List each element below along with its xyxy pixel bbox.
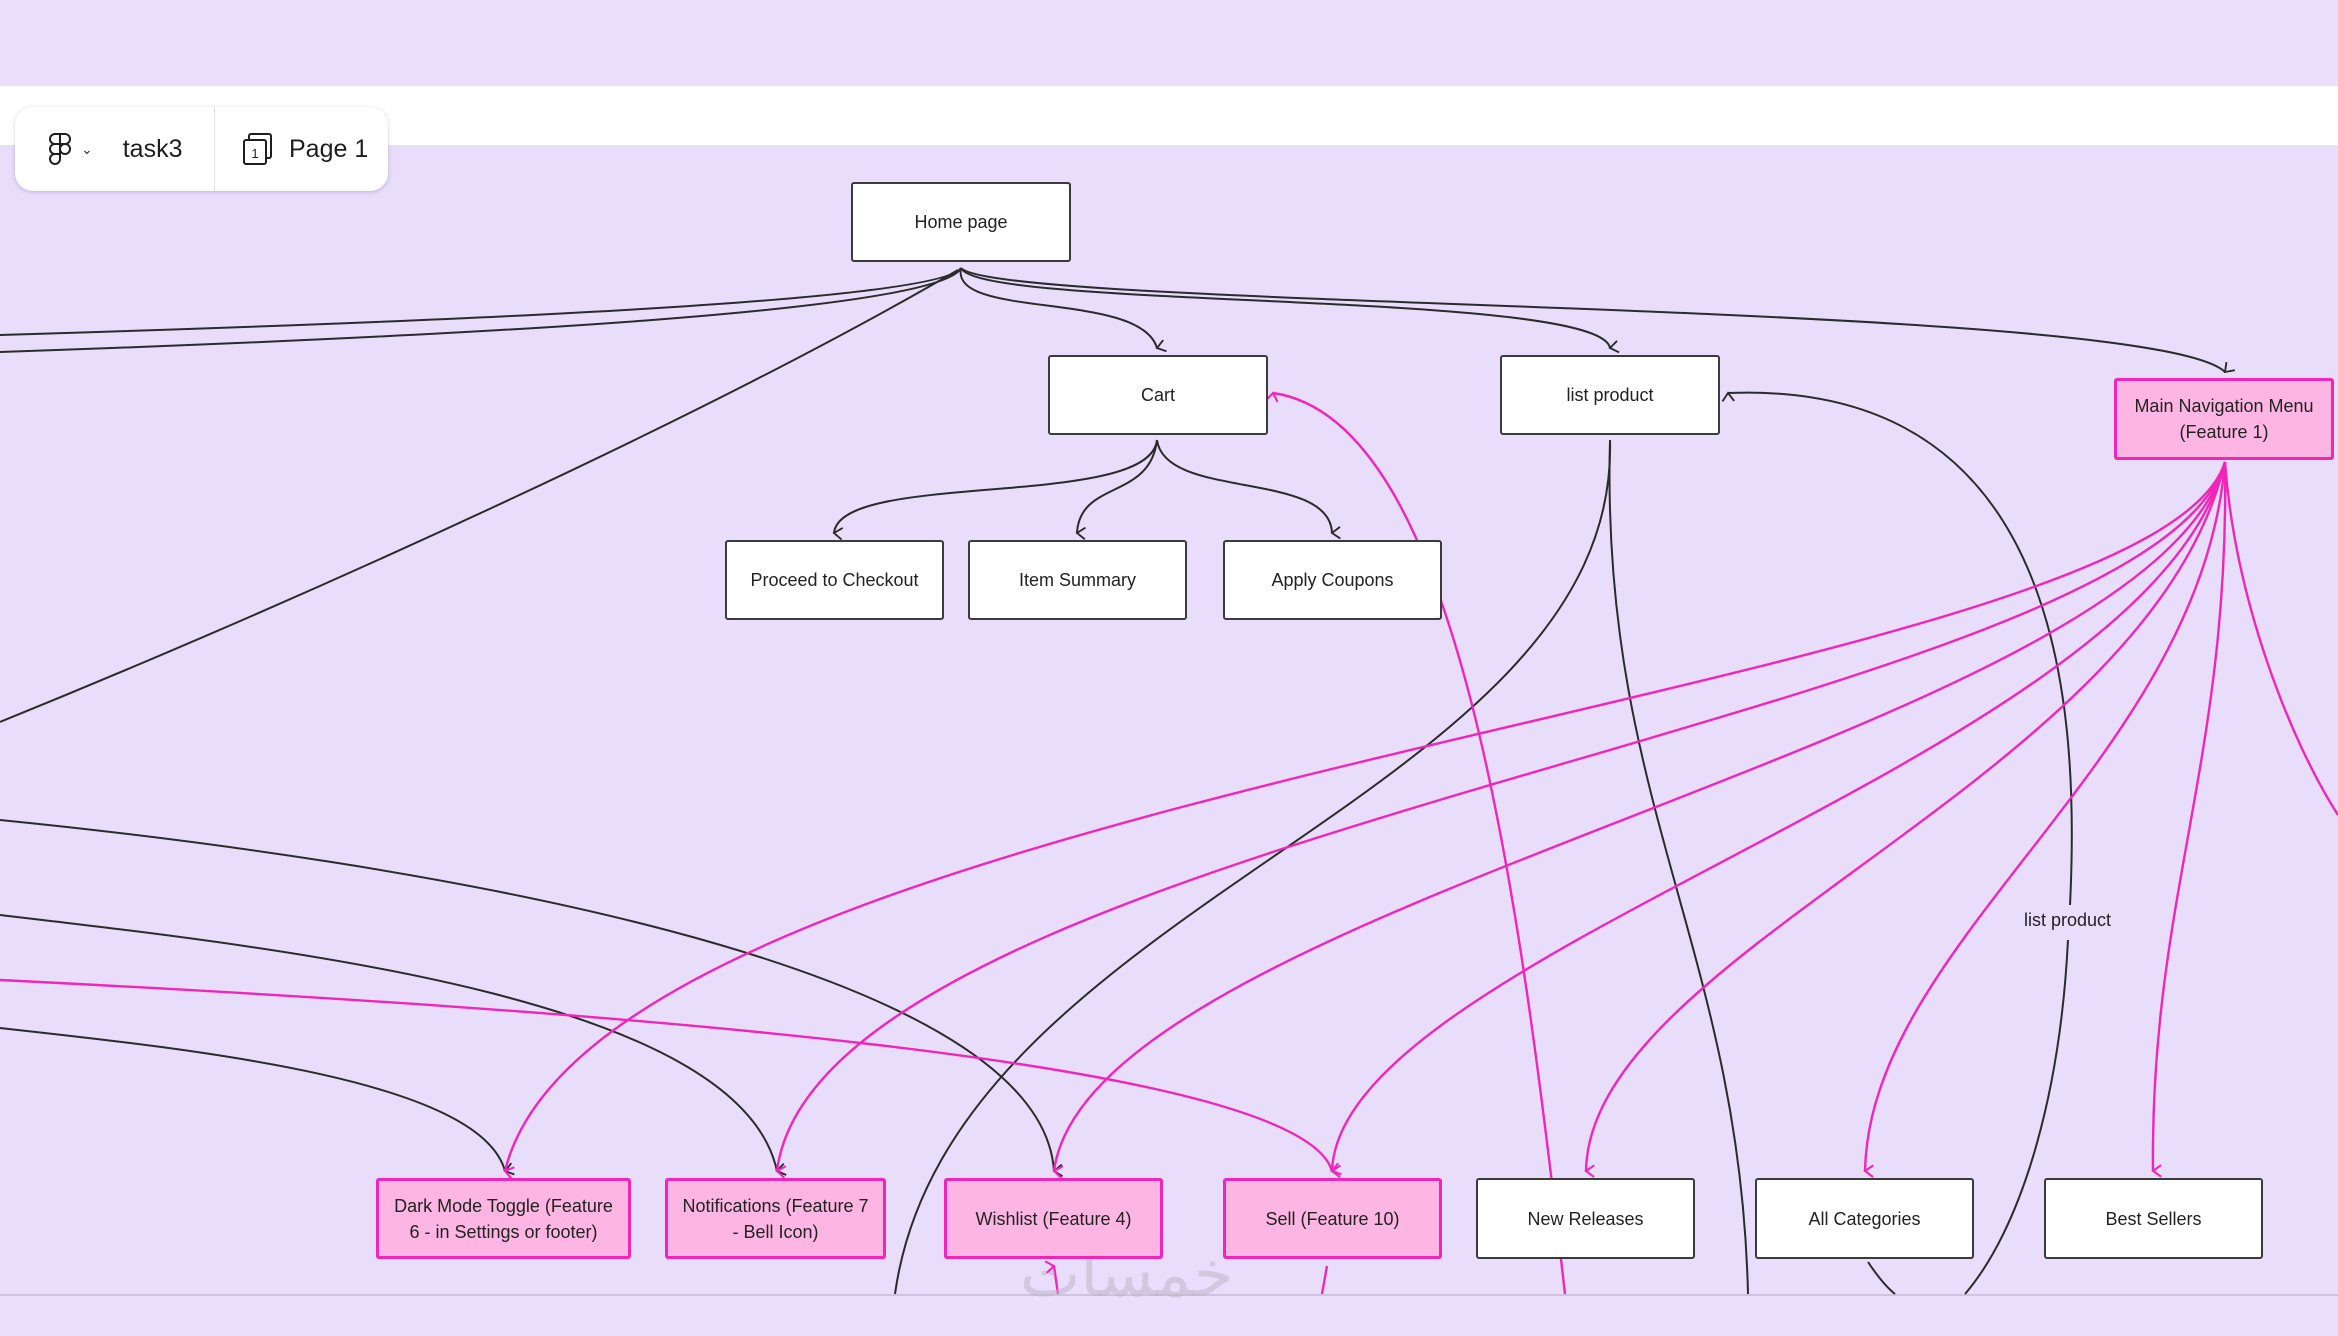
node-notifications[interactable]: Notifications (Feature 7 - Bell Icon) <box>665 1178 886 1259</box>
connector-nav-best-sellers <box>2151 461 2227 1178</box>
connector-to-wishlist <box>0 819 1064 1178</box>
connector-list-product-label-down <box>1964 939 2069 1295</box>
window-bottom-band <box>0 1294 2338 1336</box>
node-new-releases[interactable]: New Releases <box>1476 1178 1695 1259</box>
connector-nav-dark-mode <box>503 461 2227 1180</box>
connector-nav-all-categories <box>1863 461 2227 1178</box>
page-name: Page 1 <box>289 134 369 163</box>
connector-list-product-down <box>1608 439 1749 1295</box>
connector-nav-new-releases <box>1584 461 2227 1178</box>
node-proceed-to-checkout[interactable]: Proceed to Checkout <box>725 540 944 620</box>
connector-wishlist-from-below <box>1044 1260 1060 1295</box>
design-canvas[interactable] <box>0 145 2338 1294</box>
connector-label-list-product: list product <box>2020 908 2116 933</box>
node-label: New Releases <box>1527 1208 1644 1229</box>
connector-nav-notifications <box>775 461 2227 1179</box>
node-label: Home page <box>914 212 1008 232</box>
node-item-summary[interactable]: Item Summary <box>968 540 1187 620</box>
node-label: Best Sellers <box>2105 1208 2202 1229</box>
node-label: Cart <box>1140 385 1175 405</box>
page-selector[interactable]: 1 Page 1 <box>215 107 388 191</box>
connector-nav-sell <box>1330 461 2227 1178</box>
node-list-product[interactable]: list product <box>1500 355 1720 435</box>
file-name[interactable]: task3 <box>122 134 183 163</box>
node-label: Main Navigation Menu (Feature 1) <box>2134 396 2314 442</box>
node-label: All Categories <box>1808 1208 1921 1229</box>
page-icon-number: 1 <box>251 146 258 161</box>
node-apply-coupons[interactable]: Apply Coupons <box>1223 540 1442 620</box>
connector-nav-wishlist <box>1052 461 2227 1179</box>
connector-to-dark-mode <box>0 1027 515 1176</box>
connector-home-cart <box>959 267 1167 353</box>
pages-icon: 1 <box>243 133 272 165</box>
connector-list-product-down-left <box>894 439 1612 1295</box>
figma-logo-icon <box>49 133 71 165</box>
node-sell[interactable]: Sell (Feature 10) <box>1223 1178 1442 1259</box>
connector-cart-item-summary <box>1075 439 1158 541</box>
node-wishlist[interactable]: Wishlist (Feature 4) <box>944 1178 1163 1259</box>
connector-home-left-diagonal <box>0 269 959 723</box>
connector-home-main-nav <box>960 267 2236 374</box>
node-label: Proceed to Checkout <box>750 570 919 590</box>
node-label: Wishlist (Feature 4) <box>975 1208 1132 1229</box>
node-label: Dark Mode Toggle (Feature 6 - in Setting… <box>394 1195 613 1242</box>
file-toolbar: ⌄ task3 1 Page 1 <box>15 107 388 191</box>
connector-all-categories-bottom <box>1867 1261 1896 1295</box>
chevron-down-icon: ⌄ <box>81 140 93 157</box>
node-best-sellers[interactable]: Best Sellers <box>2044 1178 2263 1259</box>
connector-home-list-product <box>960 267 1620 354</box>
node-label: Notifications (Feature 7 - Bell Icon) <box>682 1195 869 1242</box>
node-home-page[interactable]: Home page <box>851 182 1071 262</box>
node-label: Apply Coupons <box>1271 570 1394 590</box>
node-cart[interactable]: Cart <box>1048 355 1268 435</box>
node-label: Sell (Feature 10) <box>1265 1208 1400 1229</box>
connector-to-sell-from-left <box>0 978 1342 1176</box>
node-label: Item Summary <box>1018 570 1137 590</box>
connector-to-cart <box>1265 391 1567 1295</box>
main-menu-button[interactable]: ⌄ task3 <box>15 107 215 191</box>
node-all-categories[interactable]: All Categories <box>1755 1178 1974 1259</box>
connector-home-left-2 <box>0 267 962 353</box>
node-dark-mode-toggle[interactable]: Dark Mode Toggle (Feature 6 - in Setting… <box>376 1178 631 1259</box>
connector-nav-offscreen-right <box>2223 461 2338 816</box>
window-top-band <box>0 0 2338 86</box>
connector-to-notifications <box>0 914 787 1176</box>
node-label: list product <box>1566 385 1654 405</box>
connector-cart-apply-coupons <box>1156 439 1341 540</box>
connector-sell-bottom <box>1320 1265 1329 1295</box>
node-main-navigation-menu[interactable]: Main Navigation Menu (Feature 1) <box>2114 378 2334 460</box>
connector-list-product-return <box>1721 391 2073 906</box>
connector-home-left-1 <box>0 267 962 336</box>
connector-cart-checkout <box>832 439 1158 541</box>
